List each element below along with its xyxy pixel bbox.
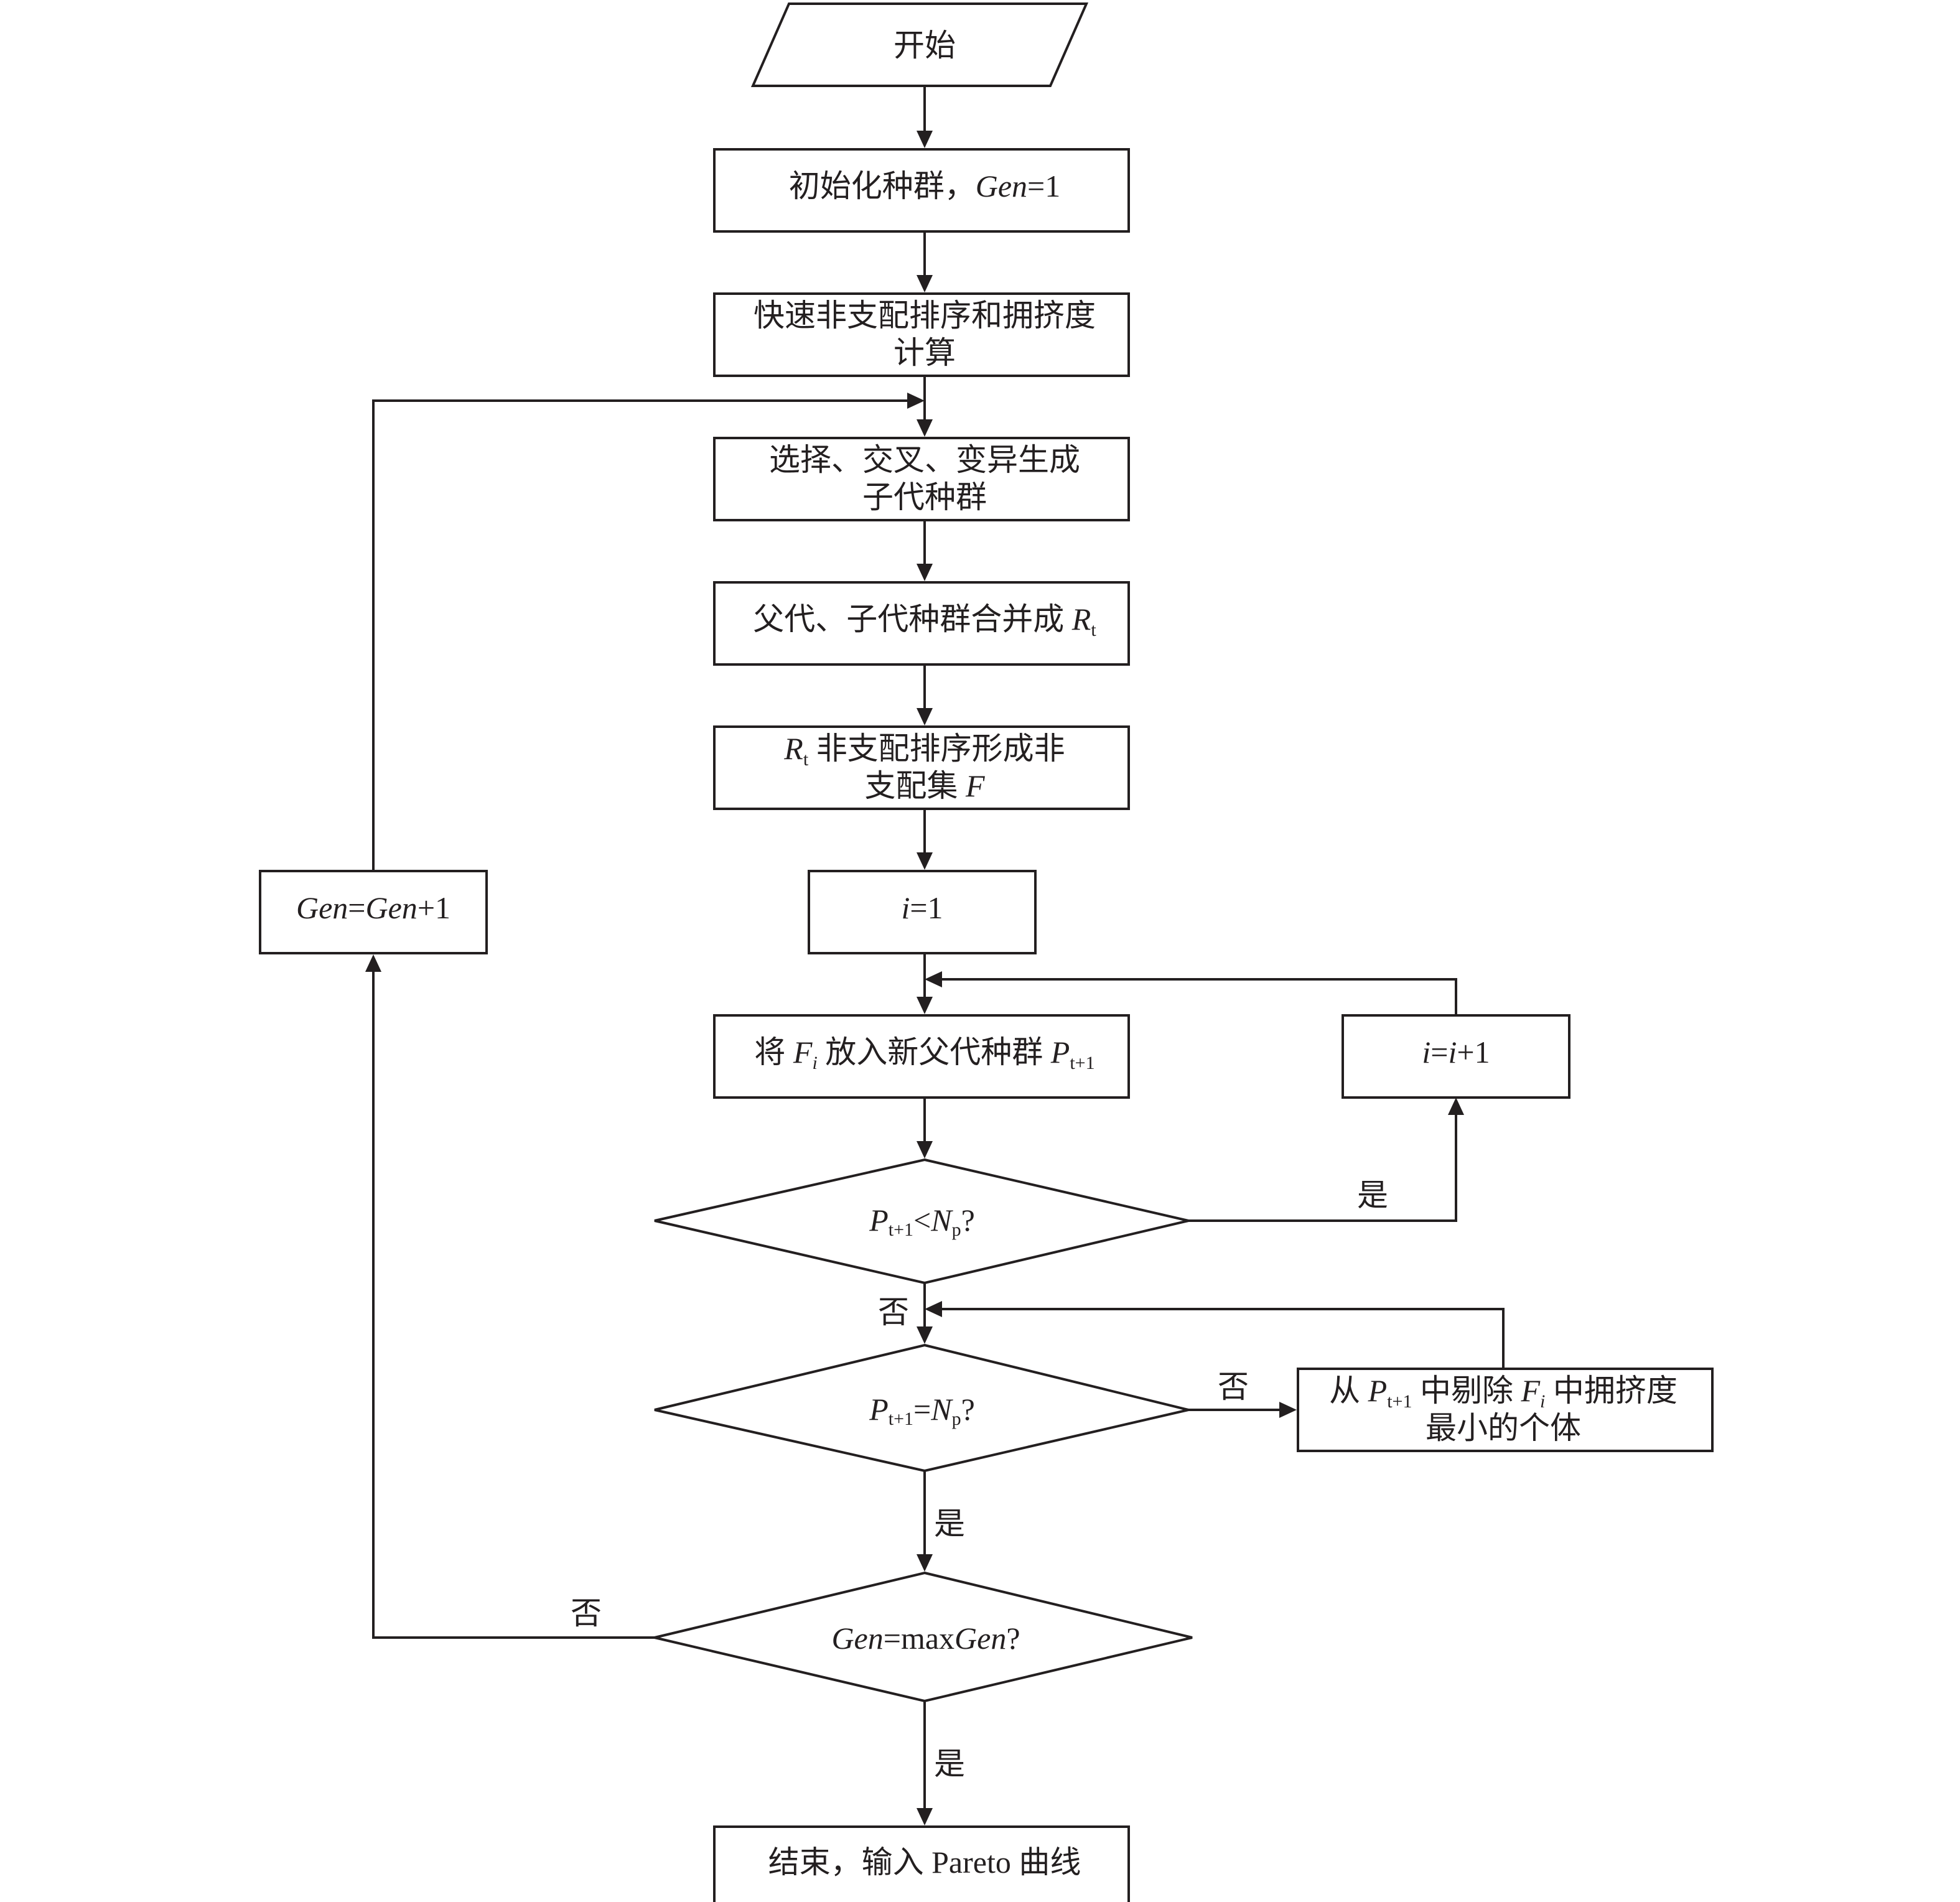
connectors: [365, 87, 1505, 1825]
ndsort-label-line2: 支配集 F: [864, 768, 985, 803]
label-cond3-yes: 是: [934, 1746, 965, 1781]
label-cond2-no: 否: [1218, 1369, 1249, 1404]
arrowhead: [917, 997, 933, 1014]
cond1-diamond: [654, 1158, 1189, 1285]
node-cond1: Pt+1<Np?: [654, 1158, 1189, 1285]
arrowhead: [917, 1808, 933, 1825]
edge-cond3-no: [372, 972, 655, 1639]
sort-box: [713, 292, 1130, 377]
node-start: 开始: [750, 2, 1089, 87]
arrowhead: [365, 954, 381, 972]
edge-geninc-loop: [372, 399, 907, 870]
cond2-diamond: [654, 1343, 1189, 1473]
cond2-label: Pt+1=Np?: [869, 1392, 975, 1429]
i-init-box: [808, 870, 1037, 954]
node-cond3: Gen=maxGen?: [654, 1571, 1193, 1703]
arrowhead: [917, 708, 933, 725]
arrowhead: [917, 1141, 933, 1158]
node-sort: 快速非支配排序和拥挤度 计算: [713, 292, 1130, 377]
arrowhead: [917, 131, 933, 148]
node-init: 初始化种群，Gen=1: [713, 148, 1130, 233]
node-select: 选择、交叉、变异生成 子代种群: [713, 437, 1130, 521]
node-place: 将 Fi 放入新父代种群 Pt+1: [713, 1014, 1130, 1099]
arrowhead: [917, 1554, 933, 1572]
node-ndsort: Rt 非支配排序形成非 支配集 F: [713, 725, 1130, 810]
remove-label-line2: 最小的个体: [1426, 1410, 1581, 1445]
sort-label-line2: 计算: [894, 335, 956, 370]
i-init-label: i=1: [901, 890, 943, 925]
label-cond1-no: 否: [878, 1295, 909, 1330]
edge-remove-loop: [942, 1308, 1505, 1369]
arrowhead: [925, 971, 942, 987]
node-end: 结束，输入 Pareto 曲线: [713, 1825, 1130, 1902]
select-label-line2: 子代种群: [862, 480, 987, 515]
arrowhead: [917, 852, 933, 870]
node-i-init: i=1: [808, 870, 1037, 954]
label-cond3-no: 否: [571, 1596, 602, 1631]
edge-labels: 是 否 否 是 否 是: [571, 1178, 1388, 1781]
ndsort-label-line1: Rt 非支配排序形成非: [783, 731, 1065, 770]
node-gen-inc: Gen=Gen+1: [259, 870, 488, 954]
start-label: 开始: [894, 28, 956, 63]
label-cond1-yes: 是: [1357, 1178, 1388, 1213]
arrowhead: [917, 564, 933, 581]
place-label: 将 Fi 放入新父代种群 Pt+1: [754, 1035, 1094, 1073]
node-cond2: Pt+1=Np?: [654, 1343, 1189, 1473]
gen-inc-box: [259, 870, 488, 954]
arrowhead: [917, 1326, 933, 1344]
edge-iinc-loop: [942, 978, 1457, 1014]
start-parallelogram: [750, 2, 1089, 87]
merge-box: [713, 581, 1130, 666]
place-box: [713, 1014, 1130, 1099]
i-inc-label: i=i+1: [1422, 1035, 1490, 1070]
gen-inc-label: Gen=Gen+1: [296, 890, 450, 925]
remove-label-line1: 从 Pt+1 中剔除 Fi 中拥挤度: [1329, 1373, 1678, 1412]
arrowhead: [1279, 1402, 1297, 1418]
end-label: 结束，输入 Pareto 曲线: [768, 1845, 1081, 1880]
cond3-label: Gen=maxGen?: [831, 1621, 1020, 1656]
cond1-label: Pt+1<Np?: [869, 1203, 975, 1240]
remove-box: [1297, 1368, 1714, 1452]
arrowhead: [1448, 1098, 1464, 1115]
node-merge: 父代、子代种群合并成 Rt: [713, 581, 1130, 666]
arrowhead: [925, 1301, 942, 1317]
select-box: [713, 437, 1130, 521]
init-box: [713, 148, 1130, 233]
arrowhead: [917, 419, 933, 437]
edge-cond1-yes: [1188, 1115, 1457, 1222]
arrowhead: [907, 393, 925, 409]
node-i-inc: i=i+1: [1342, 1014, 1570, 1099]
label-cond2-yes: 是: [934, 1506, 965, 1541]
arrowhead: [917, 275, 933, 292]
i-inc-box: [1342, 1014, 1570, 1099]
end-box: [713, 1825, 1130, 1902]
init-label: 初始化种群，Gen=1: [789, 169, 1061, 203]
node-remove: 从 Pt+1 中剔除 Fi 中拥挤度 最小的个体: [1297, 1368, 1714, 1452]
ndsort-box: [713, 725, 1130, 810]
merge-label: 父代、子代种群合并成 Rt: [753, 602, 1096, 640]
cond3-diamond: [654, 1571, 1193, 1703]
sort-label-line1: 快速非支配排序和拥挤度: [754, 298, 1096, 333]
select-label-line1: 选择、交叉、变异生成: [769, 442, 1080, 477]
